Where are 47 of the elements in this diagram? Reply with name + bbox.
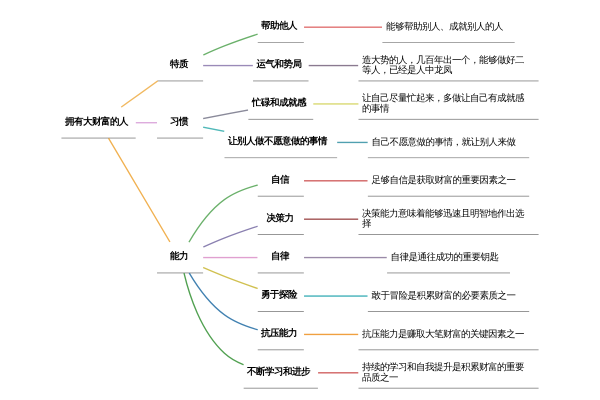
connector	[304, 256, 387, 258]
connector	[304, 295, 368, 297]
node-text: 自信	[270, 174, 289, 186]
connector	[304, 26, 382, 28]
node-text: 自己不愿意做的事情，就让别人来做	[371, 136, 516, 148]
node-text: 自律	[270, 251, 289, 262]
connector	[313, 103, 358, 105]
node-text: 造大势的人，几百年出一个，能够做好二等人，已经是人中龙凤	[362, 54, 524, 76]
node-text: 让别人做不愿意做的事情	[228, 136, 327, 147]
connector	[304, 334, 358, 336]
connector	[183, 272, 244, 366]
connector	[337, 142, 368, 144]
node-text: 忙碌和成就感	[252, 98, 306, 109]
node-text: 决策能力意味着能够迅速且明智地作出选择	[362, 208, 524, 230]
node-text: 足够自信是获取财富的重要因素之一	[371, 175, 516, 186]
connector	[318, 372, 358, 374]
connector	[188, 184, 258, 243]
connector	[203, 226, 258, 248]
node-text: 自律是通往成功的重要钥匙	[390, 252, 498, 264]
connector	[120, 80, 158, 108]
connector	[136, 122, 157, 124]
connector	[202, 266, 258, 290]
connector	[108, 138, 170, 242]
connector	[308, 64, 358, 66]
connector	[203, 126, 224, 132]
connector	[304, 218, 358, 220]
node-text: 特质	[170, 59, 188, 70]
node-text: 决策力	[266, 212, 294, 224]
connector	[188, 272, 258, 330]
node-text: 抗压能力	[261, 328, 298, 339]
node-text: 能力	[170, 251, 188, 262]
connector	[203, 109, 248, 120]
node-text: 帮助他人	[261, 20, 298, 32]
connector	[203, 256, 258, 258]
node-text: 敢于冒险是积累财富的必要素质之一	[371, 290, 516, 302]
node-text: 拥有大财富的人	[64, 116, 128, 128]
node-text: 习惯	[170, 116, 188, 128]
node-text: 抗压能力是赚取大笔财富的关键因素之一	[362, 328, 524, 340]
connector	[203, 64, 253, 66]
node-text: 持续的学习和自我提升是积累财富的重要品质之一	[362, 362, 524, 384]
node-text: 勇于探险	[261, 290, 298, 301]
node-text: 不断学习和进步	[247, 366, 310, 378]
connector	[203, 34, 258, 56]
node-text: 让自己尽量忙起来，多做让自己有成就感的事情	[362, 93, 524, 114]
connector	[304, 180, 368, 182]
node-text: 能够帮助别人、成就别人的人	[386, 22, 503, 33]
node-text: 运气和势局	[256, 59, 302, 70]
